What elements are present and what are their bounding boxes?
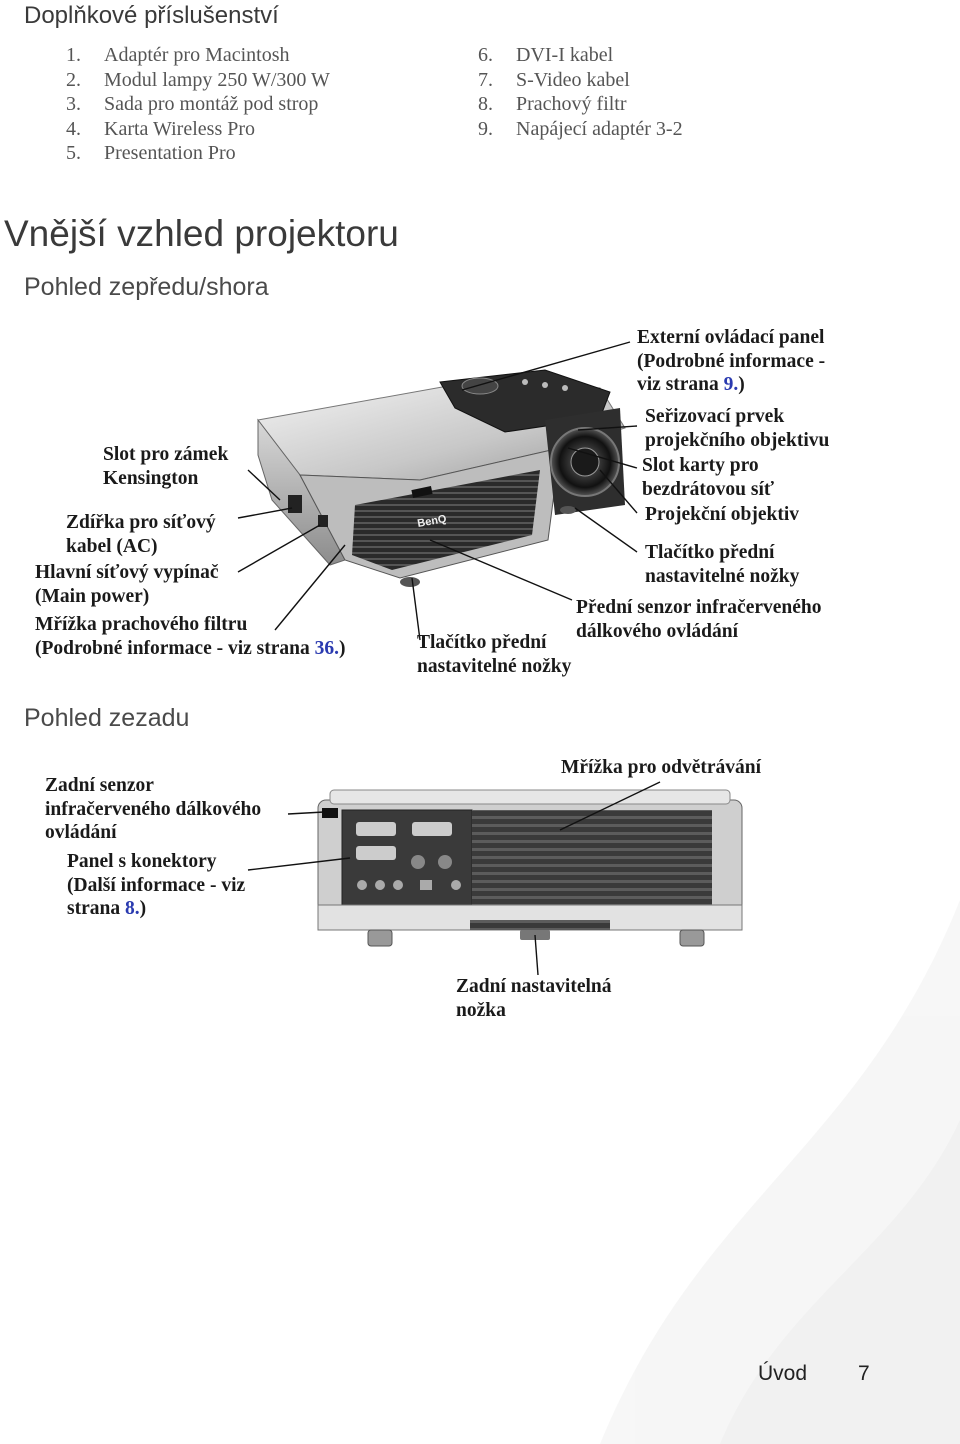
footer-section: Úvod: [758, 1362, 808, 1385]
front-leader-lines: [237, 341, 638, 641]
svg-text:BenQ: BenQ: [416, 513, 447, 530]
label-connector-panel: Panel s konektory (Další informace - viz…: [67, 851, 246, 919]
page-link[interactable]: 36.: [314, 637, 340, 659]
label-front-ir-sensor: Přední senzor infračerveného dálkového o…: [576, 597, 822, 642]
label-main-power: Hlavní síťový vypínač (Main power): [35, 562, 219, 607]
list-item: 3.Sada pro montáž pod strop: [66, 93, 319, 115]
label-front-foot-center: Tlačítko přední nastavitelné nožky: [417, 632, 572, 677]
label-ac-socket: Zdířka pro síťový kabel (AC): [66, 512, 216, 557]
page-link[interactable]: 8.: [124, 898, 140, 919]
list-item: 8.Prachový filtr: [478, 93, 627, 115]
list-item: 4.Karta Wireless Pro: [66, 117, 256, 140]
page-link[interactable]: 9.: [723, 374, 739, 395]
projector-front-image: BenQ: [257, 369, 626, 587]
label-front-foot-button: Tlačítko přední nastavitelné nožky: [645, 542, 800, 587]
label-vent: Mřížka pro odvětrávání: [561, 757, 762, 778]
label-control-panel: Externí ovládací panel (Podrobné informa…: [637, 327, 826, 395]
rear-leader-lines: [247, 781, 661, 976]
front-view-heading: Pohled zepředu/shora: [24, 273, 269, 301]
accessories-list-left: 1.Adaptér pro Macintosh 2.Modul lampy 25…: [66, 43, 330, 166]
exterior-heading: Vnější vzhled projektoru: [4, 213, 399, 254]
accessories-list-right: 6.DVI-I kabel 7.S-Video kabel 8.Prachový…: [478, 43, 683, 141]
label-rear-foot: Zadní nastavitelná nožka: [456, 976, 612, 1021]
label-wireless-slot: Slot karty pro bezdrátovou síť: [642, 455, 775, 500]
label-dust-filter: Mřížka prachového filtru (Podrobné infor…: [35, 614, 346, 659]
list-item: 9.Napájecí adaptér 3-2: [478, 117, 683, 140]
label-lens: Projekční objektiv: [645, 504, 800, 525]
list-item: 6.DVI-I kabel: [478, 44, 614, 66]
label-rear-ir-sensor: Zadní senzor infračerveného dálkového ov…: [45, 775, 262, 843]
footer-page-number: 7: [858, 1362, 870, 1385]
label-lens-adjust: Seřizovací prvek projekčního objektivu: [645, 406, 830, 451]
label-kensington: Slot pro zámek Kensington: [103, 444, 229, 489]
background-swirl: [600, 900, 960, 1444]
rear-view-heading: Pohled zezadu: [24, 704, 190, 732]
list-item: 5.Presentation Pro: [66, 142, 236, 164]
list-item: 2.Modul lampy 250 W/300 W: [66, 68, 330, 91]
projector-rear-image: [317, 789, 743, 947]
list-item: 1.Adaptér pro Macintosh: [66, 44, 290, 66]
list-item: 7.S-Video kabel: [478, 68, 630, 91]
accessories-heading: Doplňkové příslušenství: [24, 2, 279, 29]
